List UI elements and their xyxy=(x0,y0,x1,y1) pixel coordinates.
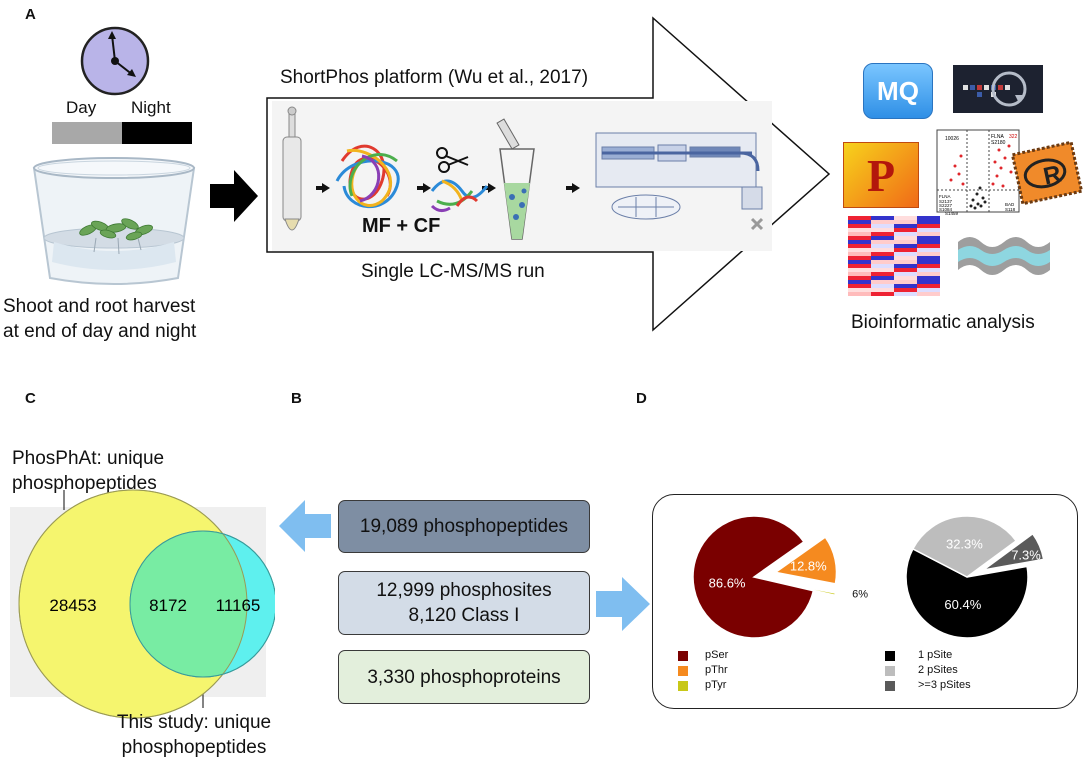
day-label: Day xyxy=(66,98,97,117)
legend-label-ptyr: pTyr xyxy=(705,679,727,691)
pie-label-2psites: 32.3% xyxy=(946,537,983,552)
legend-label-1psite: 1 pSite xyxy=(918,649,953,661)
volcano-label-4: S1084 xyxy=(939,207,953,212)
harvest-caption-line2: at end of day and night xyxy=(3,321,197,342)
pie-slice-2psites xyxy=(911,515,1018,578)
phosphosites-box: 12,999 phosphosites 8,120 Class I xyxy=(338,571,590,635)
phosphosites-line1: 12,999 phosphosites xyxy=(376,580,552,601)
tube-icon xyxy=(496,118,535,240)
venn-overlap xyxy=(130,531,247,677)
pie-label-3psites: 7.3% xyxy=(1011,547,1041,562)
plant-container-icon xyxy=(32,157,196,285)
pie-label-pser: 86.6% xyxy=(709,575,746,590)
volcano-label-5: S1459 xyxy=(945,211,959,216)
volcano-label-7: S2180 xyxy=(991,140,1006,146)
venn-right-only: 11165 xyxy=(216,596,261,615)
legend-swatch-pser xyxy=(678,651,688,661)
volcano-label-1: FLNA xyxy=(939,194,951,199)
volcano-label-2: S2137 xyxy=(939,199,953,204)
search-engine-icon xyxy=(953,65,1043,113)
legend-label-3psites: >=3 pSites xyxy=(918,679,971,691)
volcano-plot-icon: 10026 FLNA S2180 322 FLNA S2137 S2227 S1… xyxy=(936,129,1020,216)
legend-swatch-pthr xyxy=(678,666,688,676)
legend-swatch-3psites xyxy=(885,681,895,691)
night-label: Night xyxy=(131,98,171,117)
pie-label-pthr: 12.8% xyxy=(790,558,827,573)
bioinfo-label: Bioinformatic analysis xyxy=(851,312,1035,333)
panel-letter-d: D xyxy=(636,390,647,407)
perseus-icon: P xyxy=(843,142,919,208)
right-blue-arrow-icon xyxy=(596,577,650,631)
fraction-label: MF + CF xyxy=(362,215,441,237)
r-icon: R xyxy=(1011,140,1083,206)
workflow-illustration xyxy=(282,106,764,240)
pie-slice-pser xyxy=(692,515,815,639)
volcano-label-6: FLNA xyxy=(991,134,1004,140)
phosphopeptides-box: 19,089 phosphopeptides xyxy=(338,500,590,553)
harvest-caption-line1: Shoot and root harvest xyxy=(3,296,196,317)
legend-swatch-ptyr xyxy=(678,681,688,691)
phosphat-label-line1: PhosPhAt: unique xyxy=(12,448,165,469)
pie-charts: 86.6% 12.8% 6% 60.4% 32.3% 7.3% xyxy=(692,515,1045,639)
study-label: This study: unique phosphopeptides xyxy=(94,710,294,760)
volcano-label-3: S2227 xyxy=(939,203,953,208)
protein-tangle-icon xyxy=(335,144,400,209)
day-bar xyxy=(52,122,122,144)
pie-slice-3psites xyxy=(983,532,1045,571)
volcano-label-9: S118 xyxy=(1005,207,1016,212)
platform-label: ShortPhos platform (Wu et al., 2017) xyxy=(280,67,589,88)
heatmap-icon xyxy=(848,216,940,296)
phosphosites-line2: 8,120 Class I xyxy=(408,605,520,626)
pie-slice-ptyr xyxy=(775,580,837,597)
legend-swatch-2psites xyxy=(885,666,895,676)
volcano-label-10: 322 xyxy=(1009,134,1018,140)
run-label: Single LC-MS/MS run xyxy=(361,261,545,282)
phosphat-label: PhosPhAt: unique phosphopeptides xyxy=(12,446,164,496)
phosphoproteins-box: 3,330 phosphoproteins xyxy=(338,650,590,704)
pie-label-1psite: 60.4% xyxy=(944,597,981,612)
volcano-label-8: BAD xyxy=(1005,202,1015,207)
pie-slice-1psite xyxy=(905,547,1029,639)
clock-icon xyxy=(80,26,150,96)
pie-slice-pthr xyxy=(773,536,838,585)
homogenizer-icon xyxy=(282,106,302,231)
legend-swatch-1psite xyxy=(885,651,895,661)
harvest-caption: Shoot and root harvest at end of day and… xyxy=(3,294,229,344)
legend-label-2psites: 2 pSites xyxy=(918,664,958,676)
legend-label-pser: pSer xyxy=(705,649,729,661)
panel-letter-b: B xyxy=(291,390,302,407)
night-bar xyxy=(122,122,192,144)
volcano-label-0: 10026 xyxy=(945,136,959,142)
pie-label-ptyr: 6% xyxy=(852,588,868,600)
panel-letter-c: C xyxy=(25,390,36,407)
study-label-line2: phosphopeptides xyxy=(121,737,267,758)
mass-spectrometer-icon xyxy=(595,132,764,231)
legend-label-pthr: pThr xyxy=(705,664,728,676)
r-icon-letter: R xyxy=(1041,160,1064,190)
profile-plot-icon xyxy=(958,237,1050,275)
scissors-icon xyxy=(436,147,469,173)
left-blue-arrow-icon xyxy=(279,500,331,552)
panel-letter-a: A xyxy=(25,6,36,23)
black-arrow-icon xyxy=(210,170,258,222)
maxquant-icon: MQ xyxy=(863,63,933,119)
study-label-line1: This study: unique xyxy=(116,712,272,733)
venn-diagram: 28453 8172 11165 xyxy=(18,489,275,719)
phosphat-label-line2: phosphopeptides xyxy=(12,473,157,494)
venn-left-only: 28453 xyxy=(49,596,96,615)
venn-overlap-count: 8172 xyxy=(149,596,187,615)
